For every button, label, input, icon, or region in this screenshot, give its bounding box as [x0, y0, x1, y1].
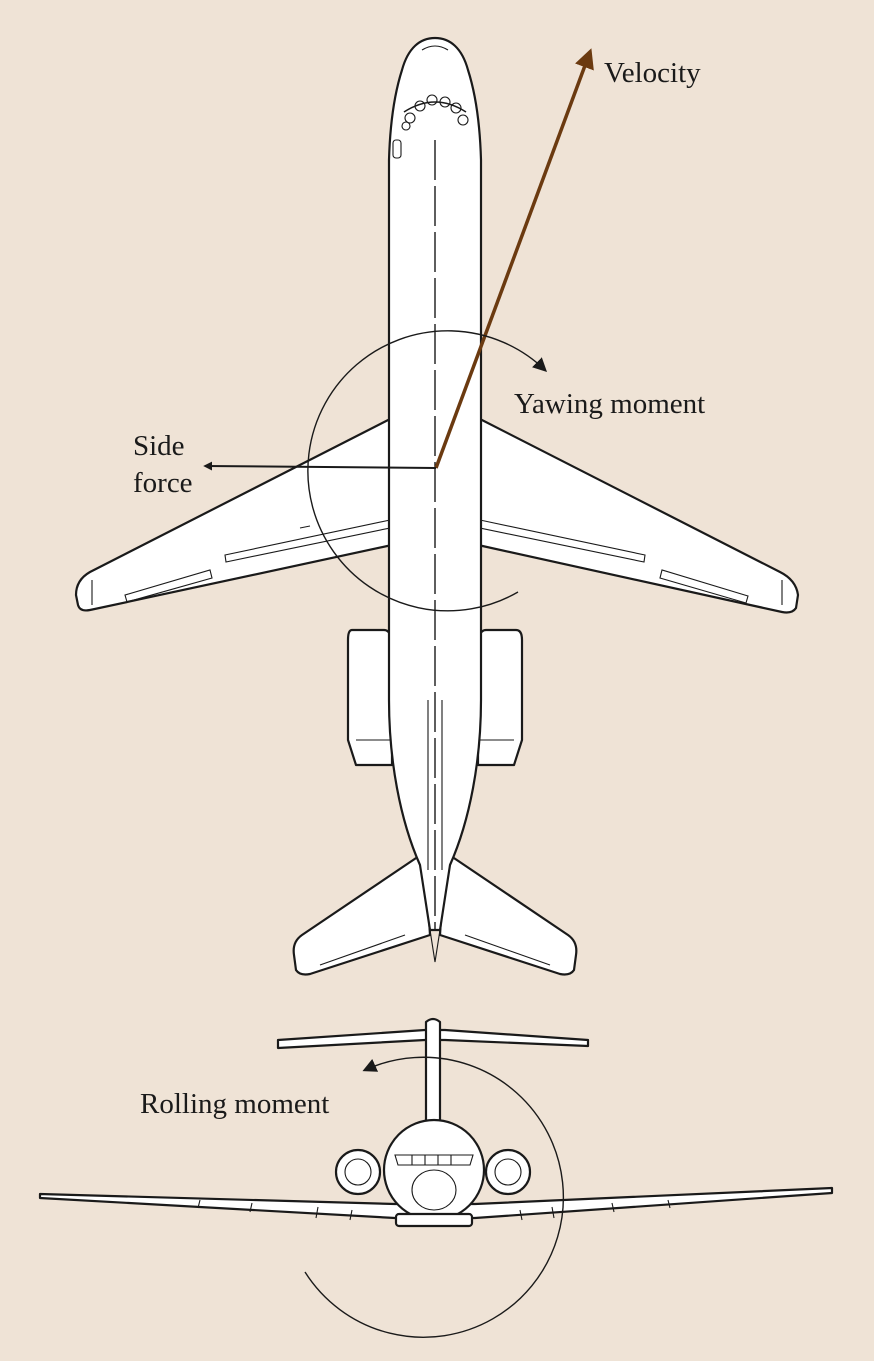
- rolling-moment-label: Rolling moment: [140, 1088, 329, 1120]
- side-force-arrow: [203, 461, 437, 471]
- aircraft-top-view: [74, 36, 800, 976]
- cockpit-windows: [401, 94, 469, 131]
- front-vertical-tail: [424, 1017, 442, 1130]
- velocity-label: Velocity: [604, 57, 701, 89]
- right-wing: [476, 416, 800, 614]
- rolling-moment-arc: [304, 1056, 565, 1338]
- front-right-engine: [484, 1148, 532, 1196]
- yawing-moment-arc: [307, 330, 548, 612]
- front-wing-pods: [197, 1199, 671, 1221]
- side-force-label-line2: force: [133, 467, 193, 499]
- velocity-arrow: [434, 48, 594, 469]
- front-left-engine: [334, 1148, 382, 1196]
- aircraft-front-view: [38, 1017, 834, 1228]
- right-engine: [476, 628, 524, 767]
- left-engine: [346, 628, 394, 767]
- right-horizontal-stabilizer: [438, 850, 578, 976]
- yawing-moment-label: Yawing moment: [514, 388, 705, 420]
- side-force-label-line1: Side: [133, 430, 185, 462]
- left-wing: [74, 416, 394, 612]
- left-horizontal-stabilizer: [292, 850, 432, 976]
